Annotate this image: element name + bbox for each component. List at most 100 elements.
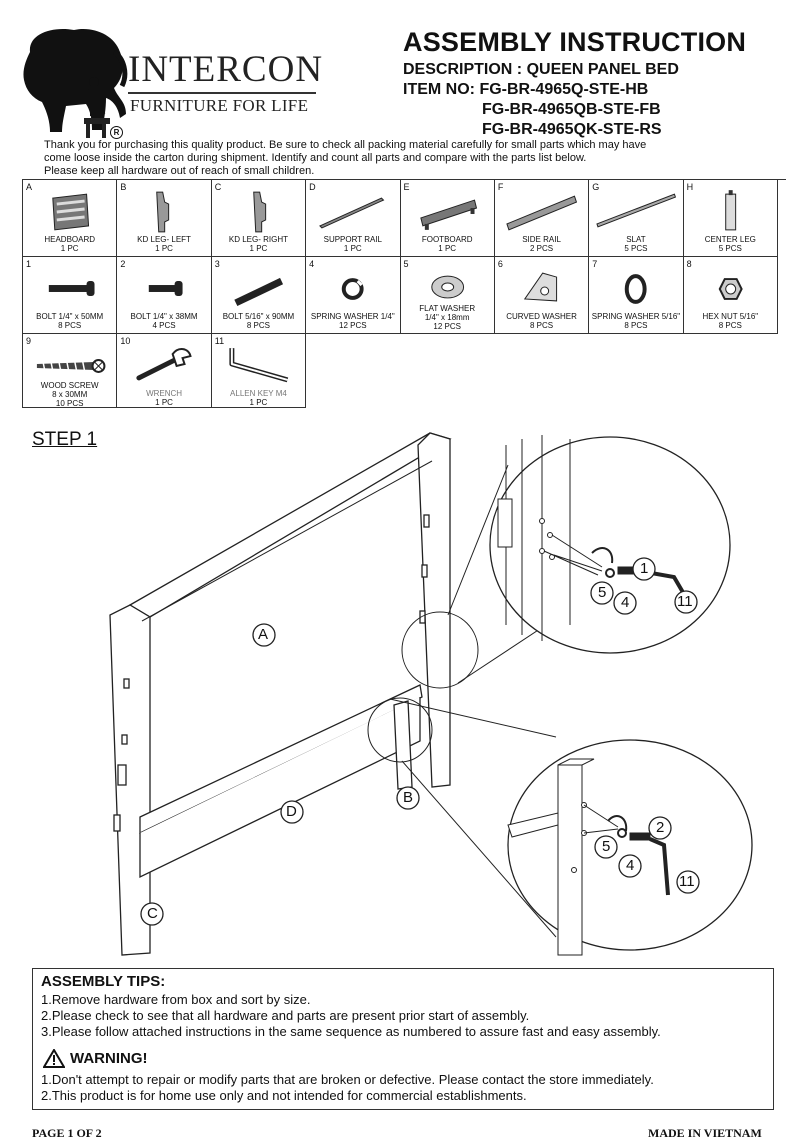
part-qty: 8 PCS	[718, 321, 742, 330]
document-title: ASSEMBLY INSTRUCTION	[403, 27, 747, 57]
part-qty: 4 PCS	[152, 321, 176, 330]
part-id: B	[120, 182, 127, 192]
part-name: SLAT	[626, 235, 646, 244]
bolt-icon	[149, 281, 183, 296]
hardware-cell-6: 6 CURVED WASHER 8 PCS	[494, 257, 590, 334]
part-name: KD LEG- RIGHT	[228, 235, 288, 244]
intro-line: Please keep all hardware out of reach of…	[44, 165, 315, 177]
flat-washer-icon	[430, 275, 464, 299]
part-qty: 5 PCS	[624, 244, 648, 253]
empty-cell	[306, 334, 400, 408]
part-name: FLAT WASHER	[419, 304, 476, 313]
center-leg-icon	[724, 190, 736, 231]
part-qty: 1 PC	[249, 398, 268, 407]
part-id: F	[497, 182, 504, 192]
item-number-3: FG-BR-4965QK-STE-RS	[482, 121, 662, 138]
part-cell-e: E FOOTBOARD 1 PC	[400, 180, 495, 257]
allen-key-icon	[229, 348, 288, 383]
part-id: 4	[309, 259, 315, 269]
part-qty: 8 PCS	[58, 321, 82, 330]
wood-screw-icon	[36, 359, 106, 373]
part-qty: 1 PC	[155, 398, 173, 407]
part-id: 3	[214, 259, 220, 269]
callout-4: 4	[621, 594, 630, 611]
curved-washer-icon	[523, 272, 557, 302]
hardware-cell-4: 4 SPRING WASHER 1/4" 12 PCS	[306, 257, 401, 334]
made-in: MADE IN VIETNAM	[648, 1126, 762, 1140]
headboard-icon	[52, 193, 90, 231]
part-name: WRENCH	[146, 389, 183, 398]
part-name: SIDE RAIL	[522, 235, 561, 244]
side-rail-icon	[506, 195, 577, 231]
parts-row: A HEADBOARD 1 PC B KD LEG- LEFT 1 PC C K…	[23, 180, 786, 257]
part-qty: 1 PC	[438, 244, 457, 253]
callout-1: 1	[640, 560, 649, 577]
hardware-cell-2: 2 BOLT 1/4" x 38MM 4 PCS	[117, 257, 212, 334]
spring-washer-icon	[341, 278, 364, 300]
bolt-icon	[234, 277, 283, 307]
warning-item: 2.This product is for home use only and …	[41, 1088, 527, 1103]
part-id: C	[214, 182, 222, 192]
leg-icon	[156, 191, 170, 233]
part-qty: 1 PC	[249, 244, 268, 253]
hardware-cell-11: 11 ALLEN KEY M4 1 PC	[211, 334, 307, 408]
brand-tagline: FURNITURE FOR LIFE	[130, 96, 309, 115]
part-id: 5	[403, 259, 409, 269]
part-id: 9	[26, 336, 32, 346]
part-name: SPRING WASHER 1/4"	[310, 312, 395, 321]
product-description: DESCRIPTION : QUEEN PANEL BED	[403, 61, 679, 78]
intro-text: Thank you for purchasing this quality pr…	[44, 139, 744, 178]
part-id: A	[26, 182, 33, 192]
registered-mark: R	[110, 126, 123, 139]
tools-row: 9 WOOD SCREW 8 x 30MM 10 PCS 10 WRENCH 1…	[23, 334, 786, 408]
part-label-d: D	[286, 803, 297, 820]
part-cell-g: G SLAT 5 PCS	[589, 180, 684, 257]
slat-icon	[596, 193, 677, 228]
tip-item: 3.Please follow attached instructions in…	[41, 1024, 661, 1039]
intro-line: come loose inside the carton during ship…	[44, 152, 587, 164]
elephant-logo-icon	[23, 28, 128, 138]
leg-icon	[252, 191, 266, 233]
warning-icon	[43, 1049, 65, 1068]
part-qty: 1 PC	[343, 244, 362, 253]
part-qty: 12 PCS	[339, 321, 367, 330]
hardware-cell-3: 3 BOLT 5/16" x 90MM 8 PCS	[211, 257, 307, 334]
part-qty: 2 PCS	[530, 244, 554, 253]
intro-line: Thank you for purchasing this quality pr…	[44, 139, 647, 151]
spring-washer-icon	[625, 274, 647, 304]
part-cell-f: F SIDE RAIL 2 PCS	[494, 180, 590, 257]
part-qty: 12 PCS	[433, 322, 461, 331]
part-id: 11	[214, 336, 225, 346]
part-cell-d: D SUPPORT RAIL 1 PC	[306, 180, 401, 257]
part-name: WOOD SCREW	[40, 381, 99, 390]
brand-name: INTERCON	[128, 49, 324, 90]
wrench-icon	[136, 348, 193, 381]
parts-list-table: A HEADBOARD 1 PC B KD LEG- LEFT 1 PC C K…	[22, 179, 786, 408]
tips-title: ASSEMBLY TIPS:	[41, 973, 166, 990]
part-cell-c: C KD LEG- RIGHT 1 PC	[211, 180, 307, 257]
part-label-c: C	[147, 905, 158, 922]
part-name: BOLT 5/16" x 90MM	[222, 312, 295, 321]
hardware-cell-9: 9 WOOD SCREW 8 x 30MM 10 PCS	[23, 334, 118, 408]
part-name: CENTER LEG	[704, 235, 756, 244]
tip-item: 1.Remove hardware from box and sort by s…	[41, 992, 311, 1007]
part-name: BOLT 1/4" x 38MM	[130, 312, 198, 321]
hardware-cell-10: 10 WRENCH 1 PC	[117, 334, 212, 408]
bolt-icon	[48, 281, 95, 296]
part-label-a: A	[258, 626, 269, 643]
item-number-1: ITEM NO: FG-BR-4965Q-STE-HB	[403, 81, 649, 98]
part-qty: 5 PCS	[718, 244, 742, 253]
callout-11: 11	[677, 593, 693, 610]
part-name: SUPPORT RAIL	[323, 235, 382, 244]
hardware-cell-7: 7 SPRING WASHER 5/16" 8 PCS	[589, 257, 684, 334]
assembly-tips-box: ASSEMBLY TIPS: 1.Remove hardware from bo…	[32, 968, 774, 1110]
part-qty: 1 PC	[155, 244, 173, 253]
warning-item: 1.Don't attempt to repair or modify part…	[41, 1072, 654, 1087]
part-name: HEADBOARD	[44, 235, 96, 244]
part-label-b: B	[403, 789, 414, 806]
footboard-icon	[419, 199, 477, 230]
hardware-cell-1: 1 BOLT 1/4" x 50MM 8 PCS	[23, 257, 118, 334]
part-name: SPRING WASHER 5/16"	[591, 312, 681, 321]
part-id: D	[309, 182, 316, 192]
warning-title: WARNING!	[70, 1050, 148, 1067]
